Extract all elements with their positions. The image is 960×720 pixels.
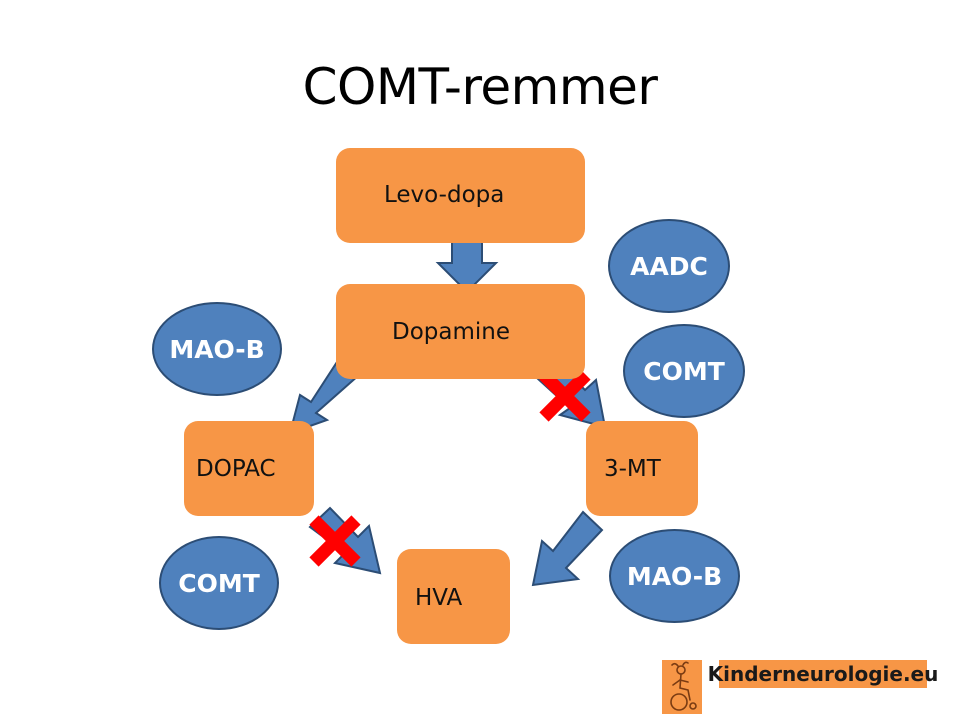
enzyme-comt-left: COMT (159, 536, 279, 630)
logo-icon (662, 660, 702, 714)
page-title: COMT-remmer (302, 58, 658, 116)
box-levodopa-label: Levo-dopa (384, 182, 505, 208)
block-cross-dopac-hva (309, 515, 361, 567)
enzyme-maob-right: MAO-B (609, 529, 740, 623)
box-hva-label: HVA (415, 585, 463, 611)
box-levodopa: Levo-dopa (336, 148, 585, 243)
logo-text[interactable]: Kinderneurologie.eu (707, 660, 939, 688)
box-hva: HVA (397, 549, 510, 644)
arrow-dopamine-to-dopac (288, 360, 361, 435)
box-dopamine: Dopamine (336, 284, 585, 379)
enzyme-maob-left: MAO-B (152, 302, 282, 396)
arrow-3mt-to-hva (531, 510, 604, 587)
box-3mt-label: 3-MT (604, 456, 661, 482)
block-cross-dopamine-3mt (539, 370, 591, 422)
enzyme-comt-right: COMT (623, 324, 745, 418)
box-dopamine-label: Dopamine (392, 319, 510, 345)
box-3mt: 3-MT (586, 421, 698, 516)
enzyme-aadc: AADC (608, 219, 730, 313)
box-dopac-label: DOPAC (196, 456, 276, 482)
box-dopac: DOPAC (184, 421, 314, 516)
